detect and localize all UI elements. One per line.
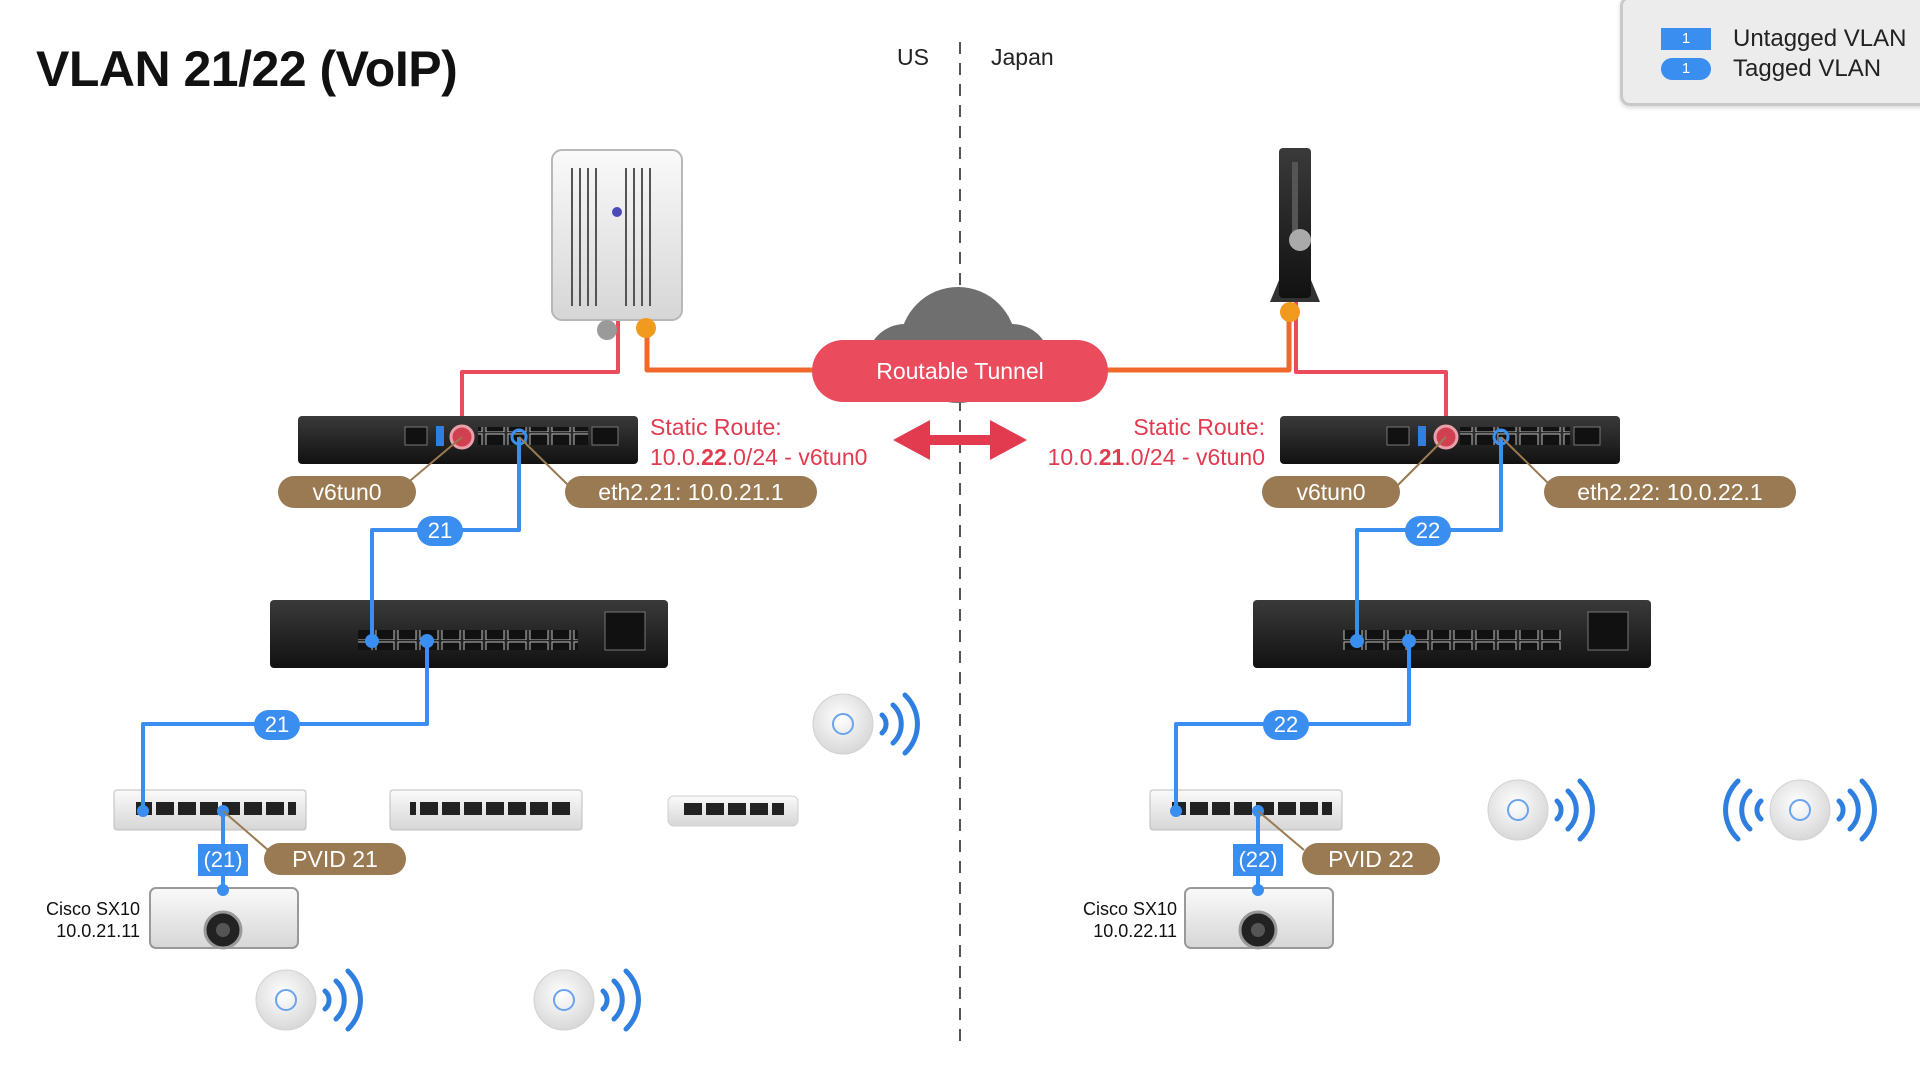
- double-arrow-icon: [893, 420, 1027, 460]
- legend-swatch-untagged: 1: [1661, 28, 1711, 50]
- pvid-label-us: PVID 21: [264, 843, 406, 875]
- vlan-tag-japan-1: 22: [1405, 516, 1451, 546]
- legend-label-tagged: Tagged VLAN: [1733, 55, 1882, 82]
- onu-modem-icon: [551, 149, 683, 340]
- device-ip: 10.0.21.11: [56, 921, 140, 941]
- page-title: VLAN 21/22 (VoIP): [36, 41, 458, 97]
- router-icon: [1280, 416, 1620, 464]
- untagged-vlan-japan: (22): [1233, 844, 1283, 876]
- static-route-us: Static Route: 10.0.22.0/24 - v6tun0: [650, 412, 867, 472]
- legend-item-tagged: 1 Tagged VLAN: [1661, 55, 1881, 83]
- switch-icon: [1253, 600, 1651, 668]
- device-ip: 10.0.22.11: [1093, 921, 1177, 941]
- static-route-value: 10.0.21.0/24 - v6tun0: [1048, 442, 1265, 472]
- legend-item-untagged: 1 Untagged VLAN: [1661, 25, 1906, 53]
- routable-tunnel: Routable Tunnel: [812, 340, 1108, 402]
- switch-icon: [1149, 789, 1343, 831]
- pvid-label-japan: PVID 22: [1302, 843, 1440, 875]
- tunnel-links: [460, 245, 1448, 432]
- router-icon: [298, 416, 638, 464]
- route-prefix: 10.0.: [650, 444, 702, 470]
- region-label-japan: Japan: [991, 44, 1054, 70]
- device-label-us: Cisco SX10 10.0.21.11: [30, 898, 140, 942]
- video-endpoint-icon: [149, 884, 299, 950]
- region-label-us: US: [897, 44, 929, 70]
- access-point-icon: [255, 968, 363, 1032]
- access-point-icon: [533, 968, 641, 1032]
- untagged-vlan-us: (21): [198, 844, 248, 876]
- legend-label-untagged: Untagged VLAN: [1733, 25, 1907, 52]
- interface-label-eth-japan: eth2.22: 10.0.22.1: [1544, 476, 1796, 508]
- vlan-tag-japan-2: 22: [1263, 710, 1309, 740]
- device-name: Cisco SX10: [1082, 899, 1177, 919]
- interface-label-eth-us: eth2.21: 10.0.21.1: [565, 476, 817, 508]
- access-point-icon: [1487, 778, 1595, 842]
- interface-label-v6tun0-us: v6tun0: [278, 476, 416, 508]
- route-suffix: .0/24 - v6tun0: [726, 444, 868, 470]
- route-subnet-highlight: 21: [1098, 444, 1125, 470]
- access-point-icon: [812, 692, 920, 756]
- switch-icon: [270, 600, 668, 668]
- static-route-japan: Static Route: 10.0.21.0/24 - v6tun0: [1048, 412, 1265, 472]
- access-point-icon: [1723, 778, 1877, 842]
- device-name: Cisco SX10: [45, 899, 140, 919]
- vlan-tag-us-2: 21: [254, 710, 300, 740]
- legend-swatch-tagged: 1: [1661, 58, 1711, 80]
- switch-icon: [667, 795, 799, 827]
- device-label-japan: Cisco SX10 10.0.22.11: [1065, 898, 1177, 942]
- static-route-heading: Static Route:: [650, 414, 782, 440]
- static-route-heading: Static Route:: [1133, 414, 1265, 440]
- switch-icon: [389, 789, 583, 831]
- interface-label-v6tun0-japan: v6tun0: [1262, 476, 1400, 508]
- label-leaders: [222, 436, 1551, 851]
- route-subnet-highlight: 22: [701, 444, 727, 470]
- legend: 1 Untagged VLAN 1 Tagged VLAN: [1620, 0, 1920, 106]
- static-route-value: 10.0.22.0/24 - v6tun0: [650, 442, 867, 472]
- route-prefix: 10.0.: [1047, 444, 1099, 470]
- media-converter-icon: [1270, 148, 1320, 322]
- video-endpoint-icon: [1184, 884, 1334, 950]
- route-suffix: .0/24 - v6tun0: [1124, 444, 1265, 470]
- switch-icon: [113, 789, 307, 831]
- vlan-tag-us-1: 21: [417, 516, 463, 546]
